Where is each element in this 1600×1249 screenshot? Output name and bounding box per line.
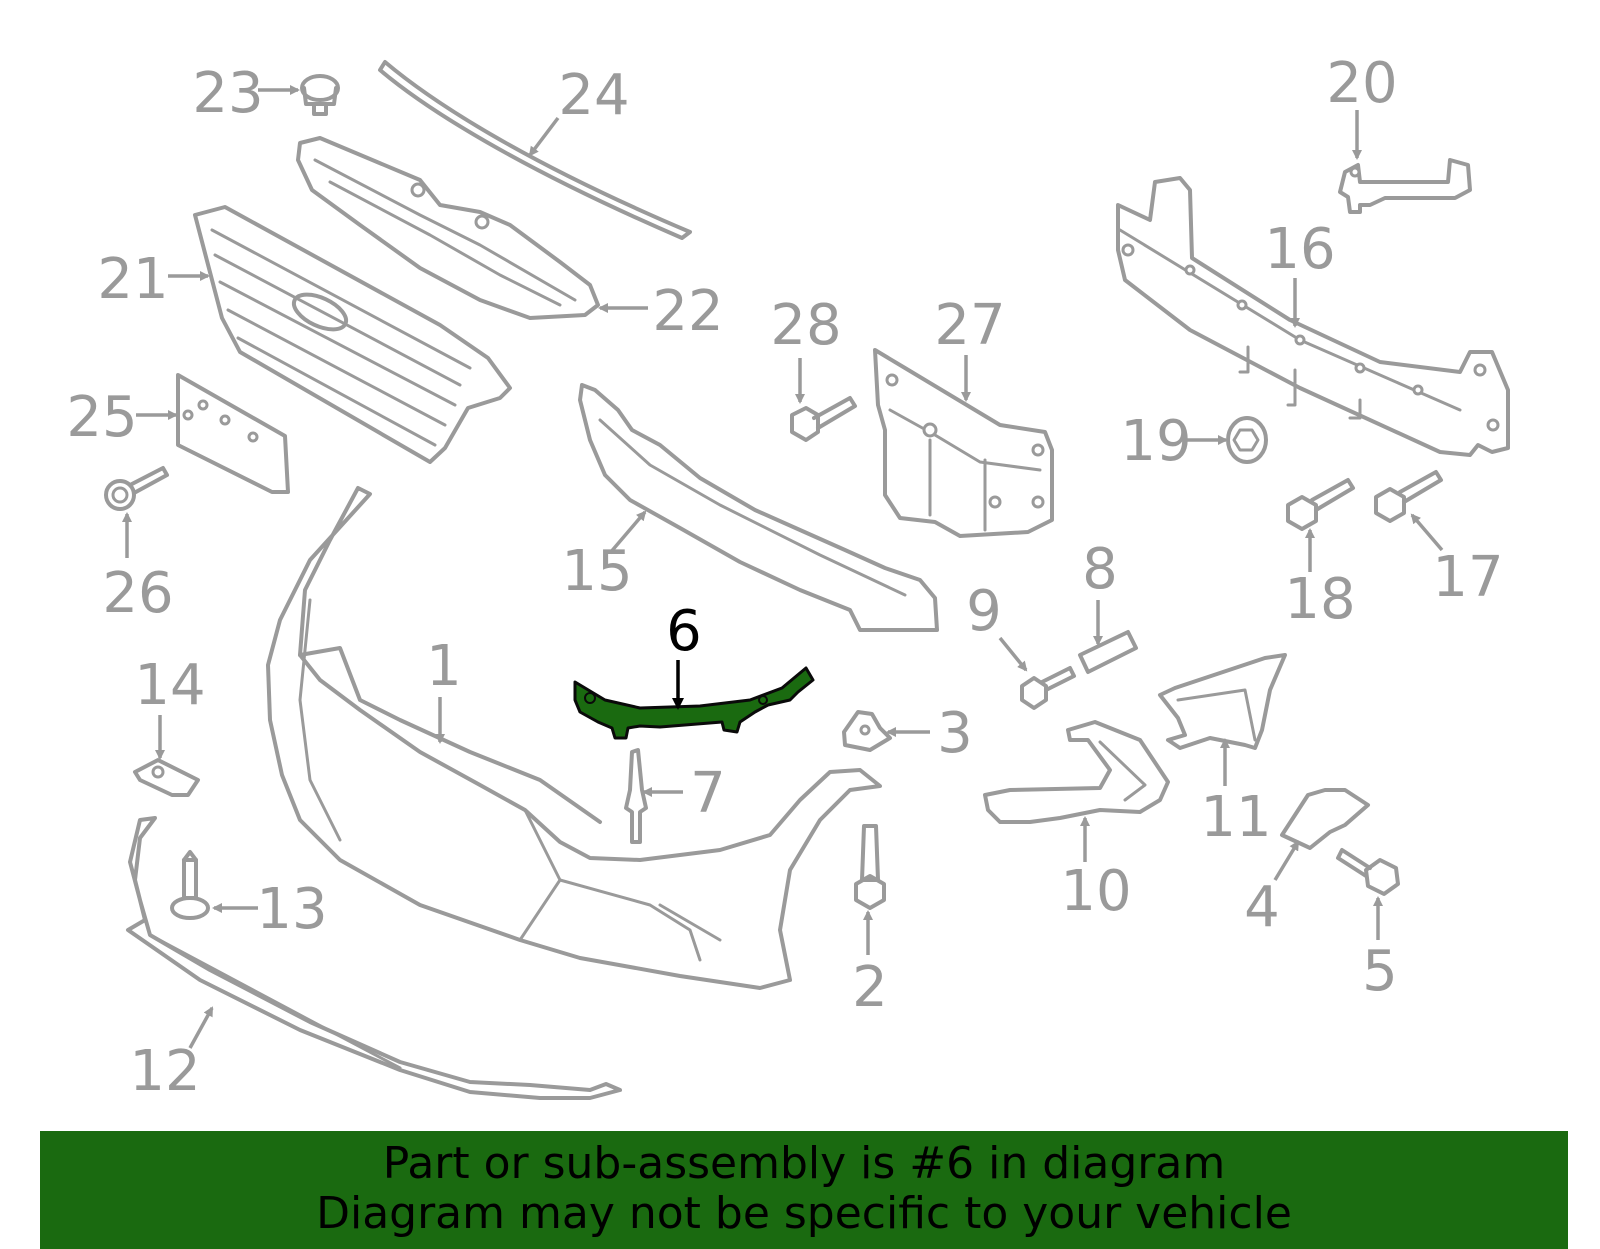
leader-12 — [188, 1006, 214, 1049]
part-6-bracket-highlighted — [573, 666, 815, 740]
part-25-license-bracket — [176, 373, 290, 494]
callout-28: 28 — [770, 293, 841, 358]
leader-15 — [608, 510, 647, 555]
part-2-bolt — [854, 824, 886, 910]
callout-18: 18 — [1284, 567, 1355, 632]
part-27-bracket — [873, 348, 1054, 538]
part-4-bracket — [1280, 788, 1370, 850]
callout-23: 23 — [192, 61, 263, 126]
part-17-bolt — [1374, 470, 1443, 523]
callout-11: 11 — [1200, 785, 1271, 850]
callout-6: 6 — [666, 599, 702, 664]
callout-16: 16 — [1264, 217, 1335, 282]
callout-17: 17 — [1432, 545, 1503, 610]
part-20-bracket — [1338, 158, 1472, 214]
banner-line-1: Part or sub-assembly is #6 in diagram — [382, 1138, 1226, 1189]
info-banner: Part or sub-assembly is #6 in diagram Di… — [40, 1131, 1568, 1249]
callout-7: 7 — [690, 761, 726, 826]
part-14-clip — [133, 758, 200, 797]
callout-22: 22 — [652, 279, 723, 344]
callout-14: 14 — [134, 653, 205, 718]
callout-13: 13 — [256, 877, 327, 942]
part-5-bolt — [1336, 848, 1400, 896]
callout-27: 27 — [934, 293, 1005, 358]
callout-10: 10 — [1060, 859, 1131, 924]
part-13-screw — [170, 850, 210, 920]
part-1-bumper-cover — [266, 486, 882, 990]
callout-1: 1 — [426, 634, 462, 699]
part-15-absorber — [578, 383, 939, 632]
part-9-bolt — [1020, 666, 1076, 710]
part-8-pad — [1078, 630, 1138, 674]
callout-26: 26 — [102, 561, 173, 626]
callout-5: 5 — [1362, 939, 1398, 1004]
part-19-nut — [1226, 416, 1268, 464]
part-11-deflector — [1158, 653, 1287, 750]
callout-15: 15 — [561, 539, 632, 604]
part-18-bolt — [1286, 478, 1355, 531]
leader-9 — [998, 636, 1028, 672]
part-28-bolt — [790, 396, 857, 442]
part-3-clip — [842, 710, 892, 752]
callout-4: 4 — [1244, 875, 1280, 940]
callout-8: 8 — [1082, 537, 1118, 602]
part-10-garnish — [983, 720, 1170, 824]
part-22-grille-bracket — [296, 136, 600, 320]
callout-labels: 1 2 3 4 5 6 7 8 9 10 11 12 13 14 15 16 1… — [66, 51, 1503, 1104]
leader-4 — [1273, 840, 1300, 881]
leader-lines — [122, 85, 1444, 1049]
callout-25: 25 — [66, 385, 137, 450]
part-16-reinforcement — [1116, 176, 1510, 457]
part-26-bolt — [104, 466, 169, 511]
callout-9: 9 — [966, 579, 1002, 644]
callout-12: 12 — [129, 1039, 200, 1104]
callout-2: 2 — [852, 955, 888, 1020]
part-12-lower-lip — [126, 816, 622, 1100]
banner-line-2: Diagram may not be specific to your vehi… — [316, 1188, 1292, 1239]
leader-24 — [528, 116, 560, 157]
callout-19: 19 — [1120, 409, 1191, 474]
part-21-grille — [193, 205, 512, 464]
part-23-clip — [300, 74, 340, 116]
callout-24: 24 — [558, 63, 629, 128]
callout-3: 3 — [937, 701, 973, 766]
leader-17 — [1410, 513, 1444, 552]
callout-20: 20 — [1326, 51, 1397, 116]
callout-21: 21 — [97, 247, 168, 312]
part-24-molding — [378, 60, 692, 240]
part-7-pin — [624, 748, 648, 844]
